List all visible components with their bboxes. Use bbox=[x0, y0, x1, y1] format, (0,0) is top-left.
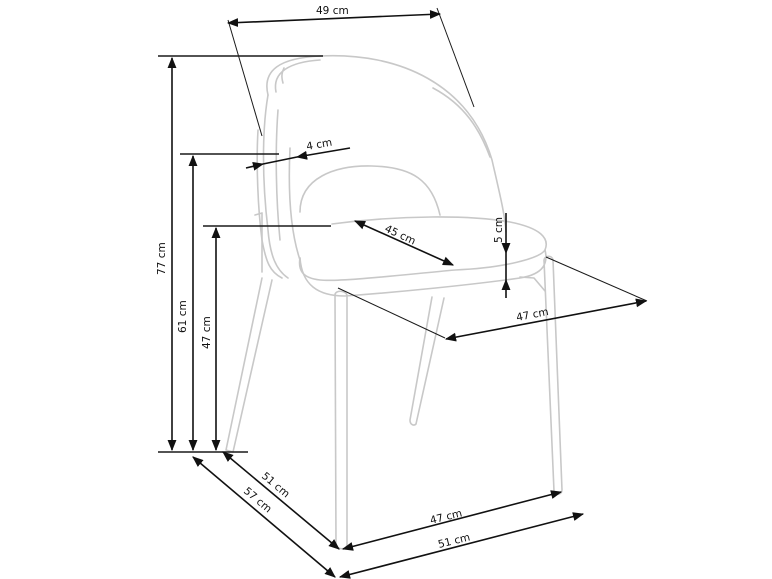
label-seat-height: 47 cm bbox=[201, 316, 213, 349]
front-right-leg bbox=[543, 255, 563, 496]
label-leg-width: 47 cm bbox=[429, 507, 464, 527]
rear-left-leg bbox=[225, 277, 273, 453]
backrest-outer bbox=[266, 54, 507, 233]
chair-outline bbox=[225, 54, 563, 550]
front-left-leg bbox=[334, 290, 348, 550]
dimension-arrows bbox=[167, 9, 648, 579]
label-backrest-bottom-height: 61 cm bbox=[177, 300, 189, 333]
label-seat-depth: 45 cm bbox=[383, 223, 418, 248]
label-back-width: 49 cm bbox=[316, 5, 349, 17]
label-back-thickness: 4 cm bbox=[305, 137, 333, 153]
label-total-height: 77 cm bbox=[156, 242, 168, 275]
dimension-labels: 49 cm 77 cm 61 cm 47 cm 4 cm 45 cm 5 cm … bbox=[156, 5, 550, 551]
extension-lines bbox=[158, 7, 648, 453]
label-seat-width: 47 cm bbox=[515, 306, 549, 324]
seat-top bbox=[298, 216, 547, 282]
label-seat-thickness: 5 cm bbox=[493, 217, 505, 243]
